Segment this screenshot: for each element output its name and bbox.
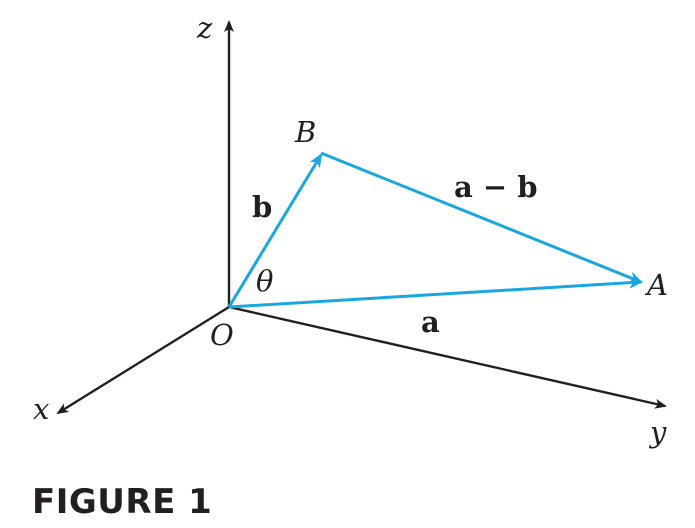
vector-b-label: b bbox=[252, 190, 272, 224]
y-axis-label: y bbox=[648, 415, 667, 449]
point-B-label: B bbox=[294, 115, 316, 149]
x-axis bbox=[56, 305, 230, 415]
vector-a-minus-b-label: a − b bbox=[454, 170, 538, 204]
y-axis bbox=[228, 305, 667, 409]
vector-a bbox=[228, 276, 643, 309]
z-axis-label: z bbox=[196, 11, 213, 45]
point-A-label: A bbox=[644, 268, 668, 302]
angle-theta-label: θ bbox=[256, 264, 273, 298]
vector-a-label: a bbox=[421, 305, 440, 339]
origin-label: O bbox=[210, 318, 234, 352]
figure-caption: FIGURE 1 bbox=[32, 482, 212, 522]
vector-a-minus-b bbox=[320, 151, 643, 284]
x-axis-label: x bbox=[33, 392, 49, 426]
vector-b bbox=[227, 153, 323, 308]
